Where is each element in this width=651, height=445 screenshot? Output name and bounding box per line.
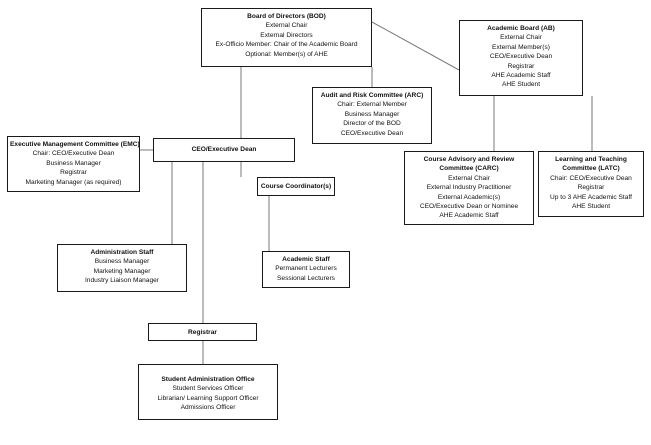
academic-staff-box: Academic Staff Permanent Lecturers Sessi… bbox=[262, 251, 350, 288]
ab-line: External Chair bbox=[500, 34, 542, 42]
board-of-directors-box: Board of Directors (BOD) External Chair … bbox=[201, 8, 372, 67]
audit-risk-committee-box: Audit and Risk Committee (ARC) Chair: Ex… bbox=[312, 87, 432, 144]
latc-line: Up to 3 AHE Academic Staff bbox=[550, 193, 632, 201]
carc-line: External Academic(s) bbox=[437, 193, 501, 201]
emc-line: Chair: CEO/Executive Dean bbox=[32, 150, 115, 158]
arc-title: Audit and Risk Committee (ARC) bbox=[320, 92, 424, 99]
arc-line: Chair: External Member bbox=[337, 101, 407, 109]
sao-line: Librarian/ Learning Support Officer bbox=[157, 394, 259, 402]
latc-title: Learning and Teaching bbox=[555, 156, 627, 163]
acad-line: Permanent Lecturers bbox=[275, 265, 337, 273]
learning-teaching-committee-box: Learning and Teaching Committee (LATC) C… bbox=[538, 151, 644, 217]
course-coordinators-box: Course Coordinator(s) bbox=[257, 177, 335, 196]
ab-line: CEO/Executive Dean bbox=[489, 53, 553, 61]
ceo-executive-dean-box: CEO/Executive Dean bbox=[153, 138, 295, 162]
admin-line: Business Manager bbox=[94, 258, 150, 266]
ab-line: Registrar bbox=[507, 62, 535, 70]
arc-line: Business Manager bbox=[344, 110, 400, 118]
latc-title: Committee (LATC) bbox=[562, 165, 620, 173]
bod-line: External Chair bbox=[265, 22, 308, 30]
academic-board-box: Academic Board (AB) External Chair Exter… bbox=[459, 20, 583, 96]
carc-line: External Industry Practitioner bbox=[426, 184, 512, 192]
ab-line: External Member(s) bbox=[492, 43, 550, 51]
ab-title: Academic Board (AB) bbox=[487, 25, 555, 32]
carc-title: Course Advisory and Review bbox=[423, 156, 515, 163]
ab-line: AHE Academic Staff bbox=[491, 72, 551, 80]
executive-management-committee-box: Executive Management Committee (EMC) Cha… bbox=[7, 136, 140, 192]
acad-title: Academic Staff bbox=[282, 256, 330, 263]
carc-line: AHE Academic Staff bbox=[439, 212, 499, 220]
latc-line: AHE Student bbox=[571, 203, 611, 211]
bod-line: Optional: Member(s) of AHE bbox=[245, 50, 328, 58]
administration-staff-box: Administration Staff Business Manager Ma… bbox=[57, 244, 187, 292]
bod-line: Ex-Officio Member: Chair of the Academic… bbox=[215, 41, 358, 49]
latc-line: Chair: CEO/Executive Dean bbox=[550, 174, 632, 182]
ab-line: AHE Student bbox=[501, 81, 541, 89]
registrar-title: Registrar bbox=[188, 329, 217, 336]
admin-title: Administration Staff bbox=[90, 249, 154, 256]
acad-line: Sessional Lecturers bbox=[277, 274, 335, 282]
bod-title: Board of Directors (BOD) bbox=[247, 13, 326, 20]
emc-title: Executive Management Committee (EMC) bbox=[10, 141, 140, 148]
connector-bod-ab bbox=[371, 21, 460, 71]
student-administration-office-box: Student Administration Office Student Se… bbox=[138, 364, 278, 420]
carc-title: Committee (CARC) bbox=[439, 165, 499, 173]
carc-line: External Chair bbox=[448, 174, 490, 182]
admin-line: Industry Liaison Manager bbox=[84, 277, 160, 285]
sao-line: Student Services Officer bbox=[172, 385, 244, 393]
latc-line: Registrar bbox=[577, 184, 605, 192]
arc-line: Director of the BOD bbox=[343, 120, 401, 128]
emc-line: Marketing Manager (as required) bbox=[25, 178, 122, 186]
ceo-title: CEO/Executive Dean bbox=[191, 146, 257, 153]
sao-title: Student Administration Office bbox=[161, 376, 255, 383]
bod-line: External Directors bbox=[260, 31, 313, 39]
arc-line: CEO/Executive Dean bbox=[340, 129, 404, 137]
registrar-box: Registrar bbox=[148, 323, 257, 341]
cc-title: Course Coordinator(s) bbox=[260, 183, 332, 190]
sao-line: Admissions Officer bbox=[180, 404, 236, 412]
course-advisory-review-committee-box: Course Advisory and Review Committee (CA… bbox=[404, 151, 534, 225]
emc-line: Registrar bbox=[60, 169, 87, 177]
carc-line: CEO/Executive Dean or Nominee bbox=[419, 203, 519, 211]
emc-line: Business Manager bbox=[46, 159, 101, 167]
admin-line: Marketing Manager bbox=[93, 267, 151, 275]
